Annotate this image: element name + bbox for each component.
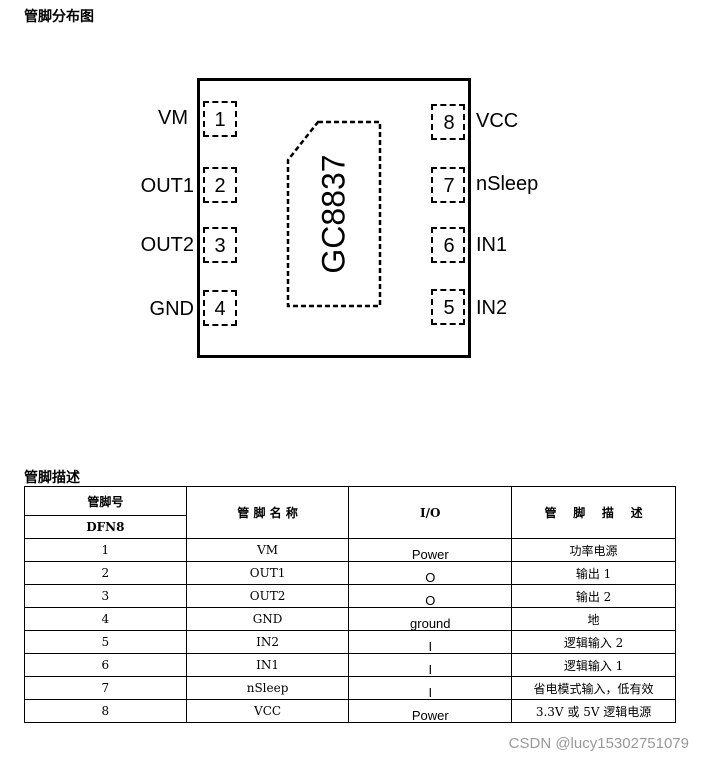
pin-description-cell: 输出 2 (511, 584, 676, 608)
pin-3-pad: 3 (203, 227, 237, 263)
pin-4-pad: 4 (203, 290, 237, 326)
pin-io-cell: Power (348, 699, 513, 723)
pin-1-label: VM (158, 107, 188, 129)
pin-io-value: I (428, 684, 433, 700)
header-package: DFN8 (24, 515, 187, 539)
pin-io-value: ground (410, 615, 451, 631)
pin-5-label: IN2 (476, 297, 508, 319)
pin-number-cell: 7 (24, 676, 187, 700)
pin-6-label: IN1 (476, 234, 508, 256)
pin-number-cell: 8 (24, 699, 187, 723)
header-io: I/O (348, 486, 513, 539)
pin-2-label: OUT1 (140, 175, 194, 197)
pin-io-cell: I (348, 676, 513, 700)
pin-number-cell: 6 (24, 653, 187, 677)
pin-io-cell: O (348, 561, 513, 585)
pin-number-cell: 4 (24, 607, 187, 631)
pin-2-number: 2 (214, 175, 226, 197)
pin-1-number: 1 (214, 109, 226, 131)
pin-name-cell: OUT1 (185, 561, 350, 585)
pin-description-cell: 逻辑输入 2 (511, 630, 676, 654)
pin-table-title: 管脚描述 (24, 470, 80, 486)
pin-description-cell: 地 (511, 607, 676, 631)
chip-name: GC8837 (315, 154, 352, 274)
pin-number-cell: 3 (24, 584, 187, 608)
pin-8-pad: 8 (431, 104, 465, 140)
pin-io-value: I (428, 638, 433, 654)
pin-name-cell: GND (185, 607, 350, 631)
pin-name-cell: IN1 (185, 653, 350, 677)
pin-6-number: 6 (443, 235, 455, 257)
pin-3-number: 3 (214, 235, 226, 257)
pin-io-cell: Power (348, 538, 513, 562)
pin-number-cell: 2 (24, 561, 187, 585)
pin-description-cell: 省电模式输入，低有效 (511, 676, 676, 700)
pin-name-cell: OUT2 (185, 584, 350, 608)
pin-2-pad: 2 (203, 167, 237, 203)
pin-io-value: Power (411, 707, 449, 723)
table-header-row: 管脚号 管 脚 名 称 I/O 管 脚 描 述 (24, 486, 676, 539)
pin-5-number: 5 (443, 297, 455, 319)
pin-3-label: OUT2 (140, 234, 194, 256)
pin-description-cell: 3.3V 或 5V 逻辑电源 (511, 699, 676, 723)
pin-8-label: VCC (476, 110, 519, 132)
pin-io-cell: O (348, 584, 513, 608)
pin-4-number: 4 (214, 298, 226, 320)
pin-io-value: Power (411, 546, 449, 562)
header-description: 管 脚 描 述 (511, 486, 676, 539)
pin-6-pad: 6 (431, 227, 465, 263)
pin-description-cell: 逻辑输入 1 (511, 653, 676, 677)
pin-7-pad: 7 (431, 167, 465, 203)
watermark-text: CSDN @lucy15302751079 (508, 735, 689, 752)
pin-io-value: O (425, 592, 436, 608)
pin-7-label: nSleep (476, 173, 539, 195)
header-pin-no: 管脚号 (24, 486, 187, 516)
pin-io-value: I (428, 661, 433, 677)
pin-number-cell: 5 (24, 630, 187, 654)
pin-7-number: 7 (443, 175, 455, 197)
chip-package-outline (197, 78, 471, 358)
pin-name-cell: nSleep (185, 676, 350, 700)
pin-io-cell: I (348, 653, 513, 677)
pin-io-value: O (425, 569, 436, 585)
pin-1-pad: 1 (203, 101, 237, 137)
pin-description-cell: 输出 1 (511, 561, 676, 585)
pin-8-number: 8 (443, 112, 455, 134)
pin-diagram-title: 管脚分布图 (24, 9, 94, 25)
pin-name-cell: IN2 (185, 630, 350, 654)
pin-number-cell: 1 (24, 538, 187, 562)
pin-5-pad: 5 (431, 289, 465, 325)
header-name: 管 脚 名 称 (185, 486, 350, 539)
pin-4-label: GND (149, 298, 194, 320)
die-outline (286, 120, 382, 308)
pin-io-cell: I (348, 630, 513, 654)
pin-description-cell: 功率电源 (511, 538, 676, 562)
pin-io-cell: ground (348, 607, 513, 631)
pin-name-cell: VM (185, 538, 350, 562)
pin-name-cell: VCC (185, 699, 350, 723)
